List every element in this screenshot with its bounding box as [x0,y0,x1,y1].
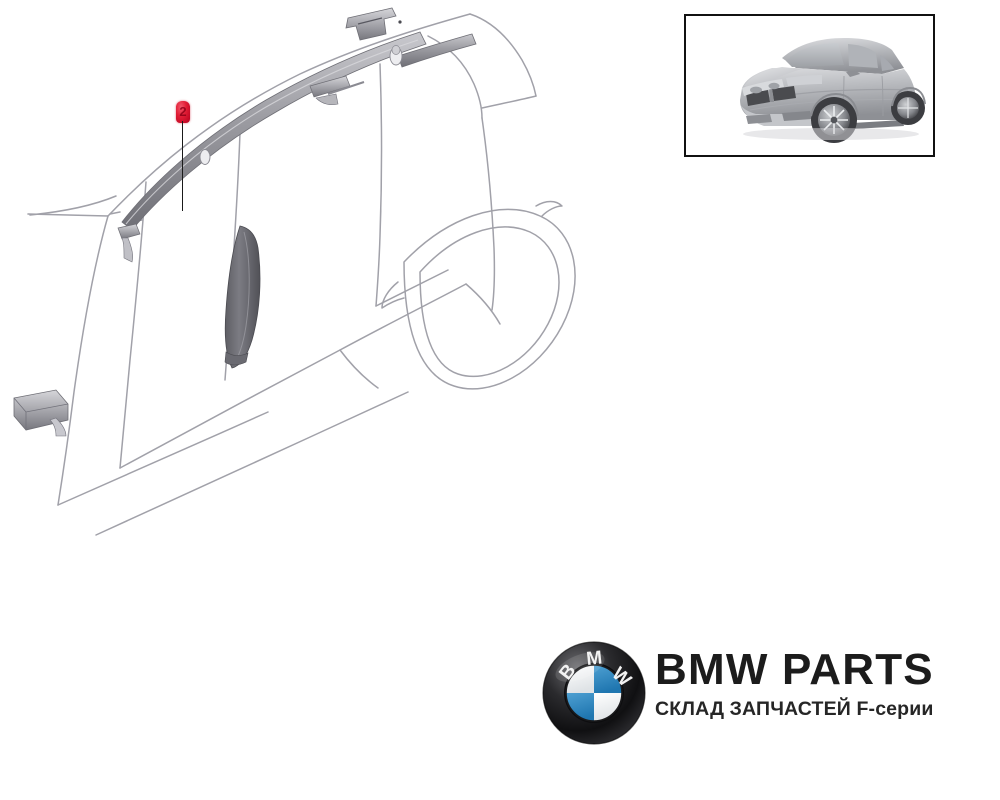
vehicle-thumbnail[interactable] [684,14,935,157]
brand-logo[interactable]: B M W BMW PARTS СКЛАД ЗАПЧАСТЕЙ F-серии [542,641,942,745]
sill-clip [13,389,69,437]
callout-marker-number: 2 [179,104,187,119]
bmw-roundel-icon: B M W [542,641,646,745]
parts-diagram [0,0,660,560]
callout-leader-line [182,121,184,211]
b-pillar-trim [224,225,261,369]
callout-marker-2[interactable]: 2 [176,101,190,211]
brand-title: BMW PARTS [655,645,934,694]
roof-rail-end-section [397,33,477,68]
vehicle-thumbnail-image [686,16,933,155]
brand-subtitle: СКЛАД ЗАПЧАСТЕЙ F-серии [655,698,934,720]
svg-text:M: M [585,647,603,670]
roof-rail-bracket [345,7,402,41]
brand-text-block: BMW PARTS СКЛАД ЗАПЧАСТЕЙ F-серии [655,645,945,721]
callout-marker-body [176,101,190,123]
roof-rail-clips [117,45,403,263]
